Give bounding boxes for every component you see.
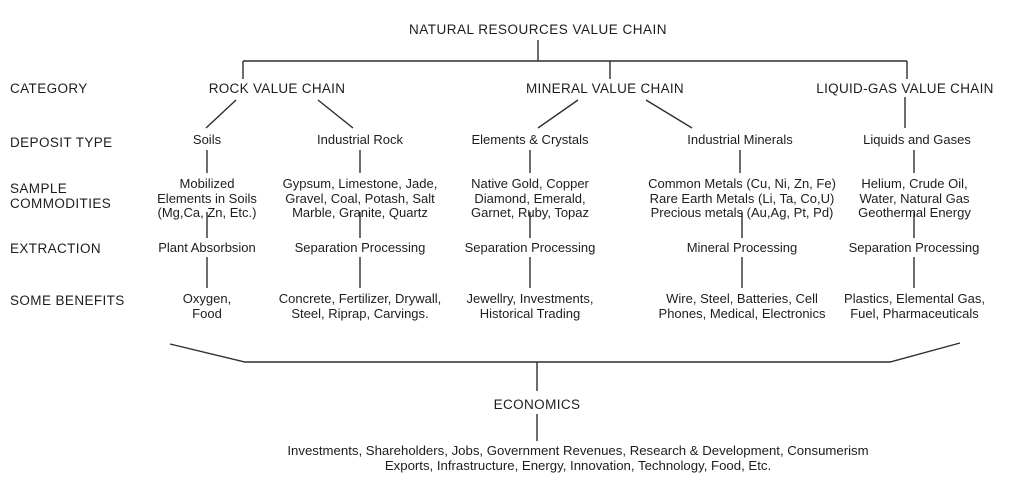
commodities-line: Precious metals (Au,Ag, Pt, Pd) [650, 205, 834, 220]
line-funnel [169, 342, 961, 363]
extraction-liquids-gases: Separation Processing [848, 240, 980, 255]
commodities-line: Rare Earth Metals (Li, Ta, Co,U) [649, 190, 835, 206]
deposit-type-liquids-gases: Liquids and Gases [863, 132, 971, 147]
commodities-line: Gravel, Coal, Potash, Salt [285, 190, 435, 206]
commodities-line: Geothermal Energy [858, 205, 971, 220]
category-rock-value-chain: ROCK VALUE CHAIN [208, 81, 346, 96]
extraction-soils: Plant Absorbsion [158, 240, 256, 255]
extraction-industrial-rock: Separation Processing [294, 240, 426, 255]
benefits-line: Jewellry, Investments, [466, 291, 594, 306]
benefits-line: Historical Trading [479, 305, 581, 321]
extraction-industrial-minerals: Mineral Processing [686, 240, 798, 255]
deposit-type-industrial-minerals: Industrial Minerals [687, 132, 793, 147]
row-label-category: CATEGORY [10, 81, 88, 96]
diagram-title: NATURAL RESOURCES VALUE CHAIN [408, 22, 668, 37]
benefits-industrial-minerals: Wire, Steel, Batteries, Cell Phones, Med… [642, 291, 842, 321]
deposit-type-industrial-rock: Industrial Rock [317, 132, 403, 147]
economics-node: ECONOMICS [493, 397, 581, 412]
deposit-type-soils: Soils [192, 132, 222, 147]
commodities-liquids-gases: Helium, Crude Oil, Water, Natural Gas Ge… [837, 176, 992, 221]
commodities-line: Water, Natural Gas [859, 190, 970, 206]
benefits-line: Concrete, Fertilizer, Drywall, [278, 291, 442, 306]
row-label-sample-commodities-line2: COMMODITIES [10, 196, 112, 211]
row-label-deposit-type: DEPOSIT TYPE [10, 135, 113, 150]
commodities-line: Marble, Granite, Quartz [292, 205, 428, 220]
benefits-line: Fuel, Pharmaceuticals [850, 305, 979, 321]
benefits-line: Food [192, 305, 222, 321]
benefits-industrial-rock: Concrete, Fertilizer, Drywall, Steel, Ri… [262, 291, 458, 321]
commodities-soils: Mobilized Elements in Soils (Mg,Ca, Zn, … [127, 176, 287, 221]
row-label-sample-commodities-line1: SAMPLE [10, 181, 68, 196]
economics-items-line1: Investments, Shareholders, Jobs, Governm… [287, 443, 869, 458]
commodities-line: Gypsum, Limestone, Jade, [282, 176, 438, 191]
row-label-extraction: EXTRACTION [10, 241, 102, 256]
benefits-soils: Oxygen, Food [132, 291, 282, 321]
category-mineral-value-chain: MINERAL VALUE CHAIN [526, 81, 684, 96]
category-liquid-gas-value-chain: LIQUID-GAS VALUE CHAIN [816, 81, 994, 96]
commodities-elements-crystals: Native Gold, Copper Diamond, Emerald, Ga… [450, 176, 610, 221]
economics-items: Investments, Shareholders, Jobs, Governm… [222, 443, 934, 473]
benefits-line: Wire, Steel, Batteries, Cell [666, 291, 818, 306]
row-label-some-benefits: SOME BENEFITS [10, 293, 125, 308]
commodities-line: Elements in Soils [157, 190, 257, 206]
commodities-line: Garnet, Ruby, Topaz [470, 205, 590, 220]
commodities-industrial-rock: Gypsum, Limestone, Jade, Gravel, Coal, P… [270, 176, 450, 221]
benefits-line: Oxygen, [182, 291, 232, 306]
commodities-line: Native Gold, Copper [471, 176, 589, 191]
row-label-sample-commodities: SAMPLE COMMODITIES [10, 181, 111, 211]
benefits-line: Plastics, Elemental Gas, [844, 291, 985, 306]
commodities-line: (Mg,Ca, Zn, Etc.) [157, 205, 257, 220]
economics-items-line2: Exports, Infrastructure, Energy, Innovat… [384, 458, 772, 473]
benefits-elements-crystals: Jewellry, Investments, Historical Tradin… [445, 291, 615, 321]
line-rock-to-soils [205, 99, 237, 129]
deposit-type-elements-crystals: Elements & Crystals [471, 132, 589, 147]
commodities-line: Common Metals (Cu, Ni, Zn, Fe) [648, 176, 836, 191]
line-mineral-to-elements [537, 99, 579, 129]
line-mineral-to-industrialminerals [645, 99, 693, 129]
line-rock-to-industrialrock [317, 99, 354, 129]
commodities-line: Mobilized [179, 176, 235, 191]
benefits-liquids-gases: Plastics, Elemental Gas, Fuel, Pharmaceu… [827, 291, 1002, 321]
benefits-line: Phones, Medical, Electronics [658, 305, 826, 321]
benefits-line: Steel, Riprap, Carvings. [291, 305, 429, 321]
commodities-line: Helium, Crude Oil, [861, 176, 968, 191]
extraction-elements-crystals: Separation Processing [464, 240, 596, 255]
commodities-industrial-minerals: Common Metals (Cu, Ni, Zn, Fe) Rare Eart… [632, 176, 852, 221]
commodities-line: Diamond, Emerald, [474, 190, 586, 206]
